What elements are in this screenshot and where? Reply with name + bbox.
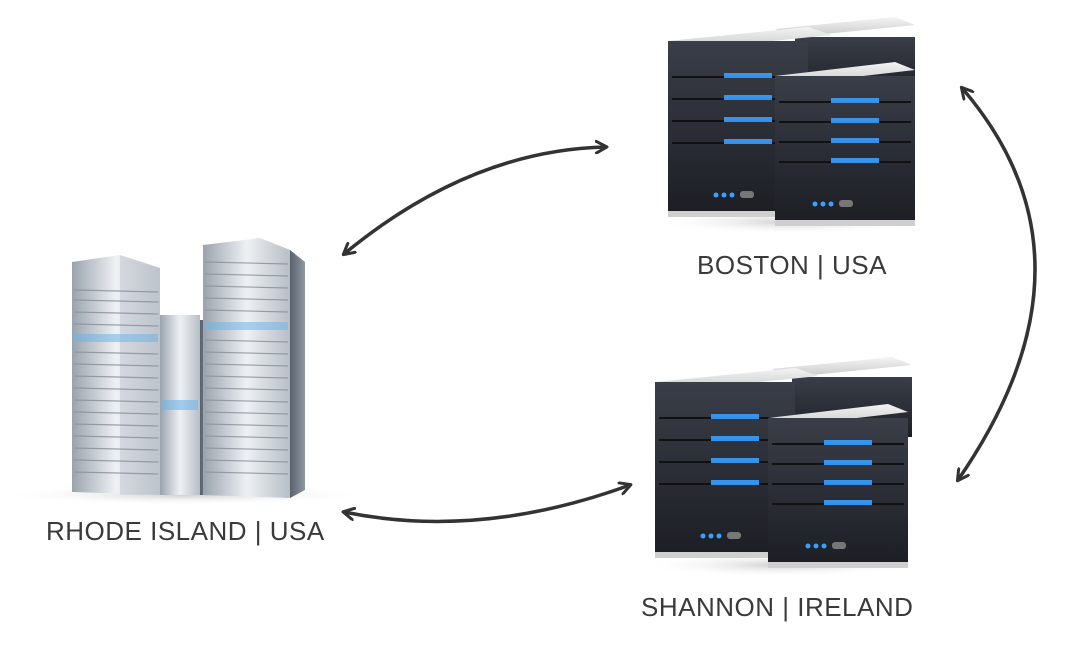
arrow-rhode-island-boston xyxy=(344,147,606,254)
boston-label: BOSTON | USA xyxy=(697,250,887,280)
boston-server-cluster-icon xyxy=(650,17,930,234)
rhode-island-label: RHODE ISLAND | USA xyxy=(46,516,325,546)
rhode-island-datacenter-towers-icon xyxy=(0,238,375,505)
shannon-label: SHANNON | IRELAND xyxy=(641,592,914,622)
arrow-boston-shannon xyxy=(958,88,1037,480)
arrow-rhode-island-shannon xyxy=(344,485,630,524)
shannon-server-cluster-icon xyxy=(640,357,920,577)
